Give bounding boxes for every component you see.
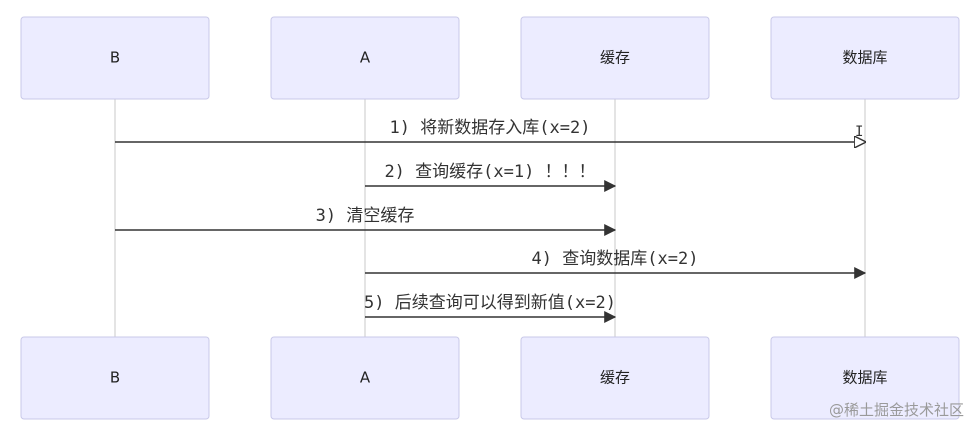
message-3: 3) 清空缓存 bbox=[115, 206, 617, 236]
actor-box bbox=[770, 16, 960, 100]
message-4: 4) 查询数据库(x=2) bbox=[365, 249, 867, 279]
actor-label: 数据库 bbox=[842, 369, 887, 387]
actor-B-top: B bbox=[20, 16, 210, 100]
actor-A-top: A bbox=[270, 16, 460, 100]
message-5: 5) 后续查询可以得到新值(x=2) bbox=[364, 293, 617, 323]
actor-label: B bbox=[110, 369, 120, 387]
actor-A-bottom: A bbox=[270, 336, 460, 420]
actor-box bbox=[770, 336, 960, 420]
actor-db-bottom: 数据库 bbox=[770, 336, 960, 420]
actor-label: A bbox=[360, 369, 371, 387]
actor-label: 缓存 bbox=[600, 369, 630, 387]
actor-label: A bbox=[360, 49, 371, 67]
actor-box bbox=[270, 16, 460, 100]
actor-cache-top: 缓存 bbox=[520, 16, 710, 100]
actor-box bbox=[20, 336, 210, 420]
message-label: 3) 清空缓存 bbox=[316, 206, 415, 226]
actor-db-top: 数据库 bbox=[770, 16, 960, 100]
actor-label: 数据库 bbox=[842, 49, 887, 67]
actor-box bbox=[520, 16, 710, 100]
message-label: 1) 将新数据存入库(x=2) bbox=[390, 118, 591, 138]
message-label: 5) 后续查询可以得到新值(x=2) bbox=[364, 293, 616, 313]
message-2: 2) 查询缓存(x=1) ！！！ bbox=[365, 162, 617, 192]
actor-label: 缓存 bbox=[600, 49, 630, 67]
actor-label: B bbox=[110, 49, 120, 67]
actor-box bbox=[520, 336, 710, 420]
message-1: 1) 将新数据存入库(x=2) bbox=[115, 118, 865, 142]
actor-cache-bottom: 缓存 bbox=[520, 336, 710, 420]
message-label: 4) 查询数据库(x=2) bbox=[532, 249, 699, 269]
actor-box bbox=[270, 336, 460, 420]
watermark: @稀土掘金技术社区 bbox=[828, 401, 964, 419]
actor-B-bottom: B bbox=[20, 336, 210, 420]
text-cursor-icon: I bbox=[855, 124, 864, 140]
actor-box bbox=[20, 16, 210, 100]
message-label: 2) 查询缓存(x=1) ！！！ bbox=[384, 162, 595, 182]
